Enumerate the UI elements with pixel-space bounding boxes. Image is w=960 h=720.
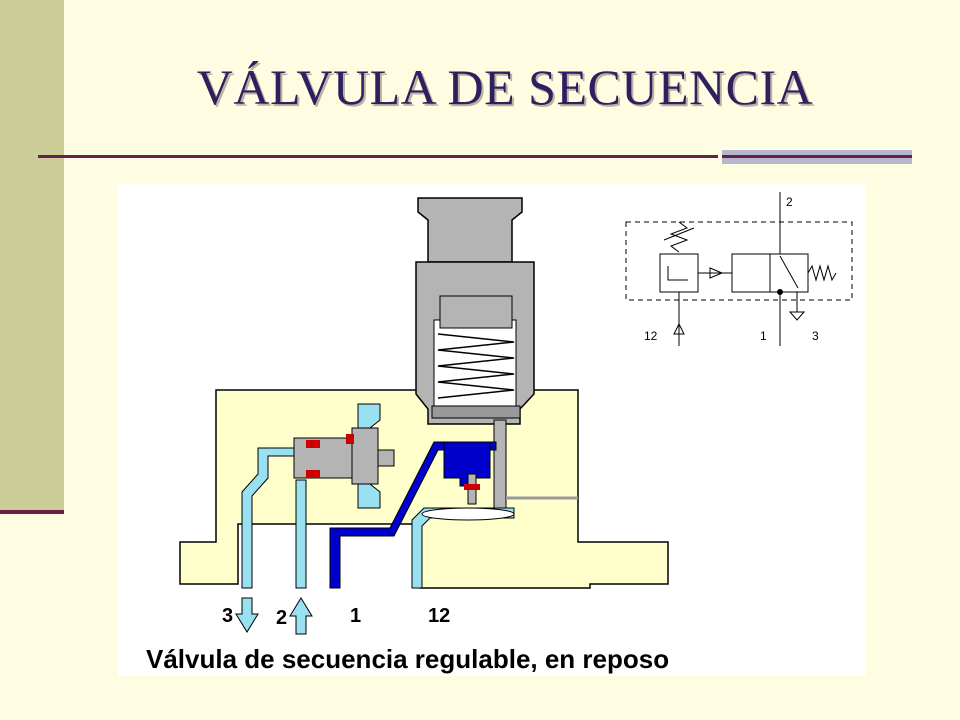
symbol-12-arrow xyxy=(673,322,685,335)
adjuster-plug xyxy=(439,295,513,329)
valve-spool xyxy=(293,437,355,479)
symbol-label-2: 2 xyxy=(786,195,793,209)
symbol-label-12: 12 xyxy=(644,329,658,343)
symbol-check xyxy=(667,266,688,281)
title-underline-accent xyxy=(722,150,912,164)
piston-plate xyxy=(351,427,379,485)
port-label-2: 2 xyxy=(276,607,287,629)
symbol-junction xyxy=(777,289,783,295)
spool-seal-b xyxy=(306,470,320,478)
arrow-up-2 xyxy=(289,597,313,635)
symbol-adjust-spring xyxy=(669,221,689,253)
slide-title: VÁLVULA DE SECUENCIA xyxy=(196,59,814,115)
outlet-passage-2 xyxy=(295,479,307,589)
adjusting-knob xyxy=(417,197,523,263)
plunger-stem xyxy=(493,419,507,511)
symbol-label-1: 1 xyxy=(760,329,767,343)
symbol-pressure-valve xyxy=(659,253,699,293)
arrow-down-3 xyxy=(235,597,259,633)
symbol-label-3: 3 xyxy=(812,329,819,343)
symbol-flow-arrow xyxy=(779,255,799,289)
symbol-pilot-frame xyxy=(625,221,853,301)
spring xyxy=(437,333,515,399)
pilot-seal xyxy=(464,484,480,490)
symbol-valve-left xyxy=(731,253,771,293)
pneumatic-symbol: 2 12 1 3 xyxy=(625,192,853,346)
piston-seal xyxy=(346,434,354,444)
valve-figure: 3 2 1 12 Válvula de secuencia regulable,… xyxy=(118,184,866,676)
figure-caption: Válvula de secuencia regulable, en repos… xyxy=(146,644,669,674)
title-underline xyxy=(38,155,718,158)
symbol-exhaust xyxy=(788,311,806,321)
port-label-1: 1 xyxy=(350,605,361,627)
pilot-diaphragm xyxy=(421,507,515,521)
left-decorative-bar xyxy=(0,0,64,510)
left-bar-accent-line xyxy=(0,510,64,514)
symbol-adjust-arrow xyxy=(663,227,695,241)
spool-seal-a xyxy=(306,440,320,448)
spring-seat xyxy=(431,405,521,419)
symbol-spring xyxy=(807,264,837,282)
valve-diagram: 3 2 1 12 Válvula de secuencia regulable,… xyxy=(146,192,853,674)
port-label-12: 12 xyxy=(428,605,450,627)
supply-passage-1 xyxy=(329,441,497,589)
spring-chamber xyxy=(433,319,517,407)
port-label-3: 3 xyxy=(222,605,233,627)
